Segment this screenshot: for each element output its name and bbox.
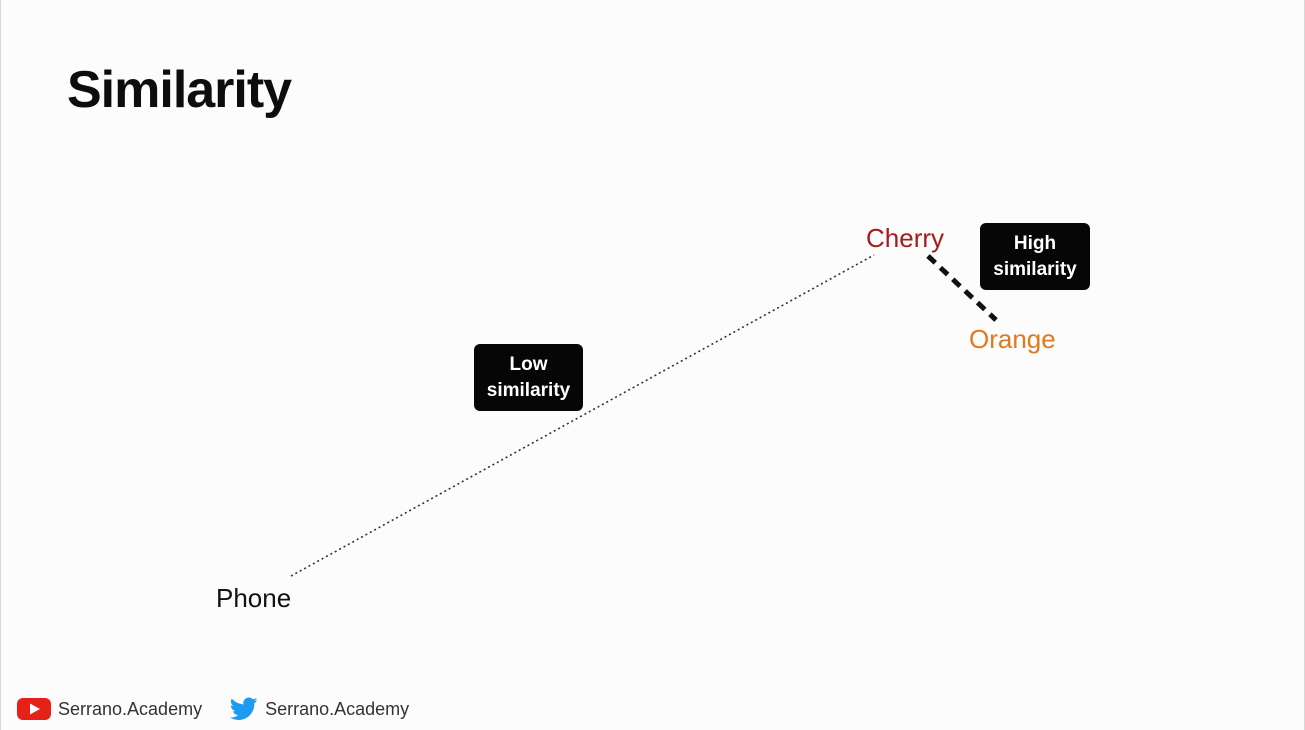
high-similarity-badge-line-1: High	[1013, 232, 1057, 254]
twitter-bird-icon	[230, 697, 258, 720]
youtube-channel-link[interactable]: Serrano.Academy	[17, 697, 202, 721]
youtube-icon	[17, 698, 51, 720]
low-similarity-line	[290, 254, 875, 577]
word-phone: Phone	[216, 583, 292, 613]
word-orange: Orange	[969, 324, 1056, 354]
low-similarity-badge-line-2: similarity	[486, 379, 571, 401]
twitter-handle: Serrano.Academy	[265, 698, 410, 719]
twitter-bird-shape	[230, 697, 258, 720]
slide-title: Similarity	[67, 61, 292, 119]
low-similarity-badge: Low similarity	[474, 344, 583, 411]
low-similarity-badge-line-1: Low	[509, 353, 548, 375]
twitter-profile-link[interactable]: Serrano.Academy	[230, 697, 409, 721]
high-similarity-badge: High similarity	[980, 223, 1090, 290]
high-similarity-line	[926, 254, 998, 322]
footer: Serrano.Academy Serrano.Academy	[17, 696, 437, 722]
youtube-handle: Serrano.Academy	[58, 698, 203, 719]
youtube-icon-play	[30, 703, 40, 715]
word-cherry: Cherry	[866, 223, 945, 253]
high-similarity-badge-line-2: similarity	[993, 258, 1077, 280]
